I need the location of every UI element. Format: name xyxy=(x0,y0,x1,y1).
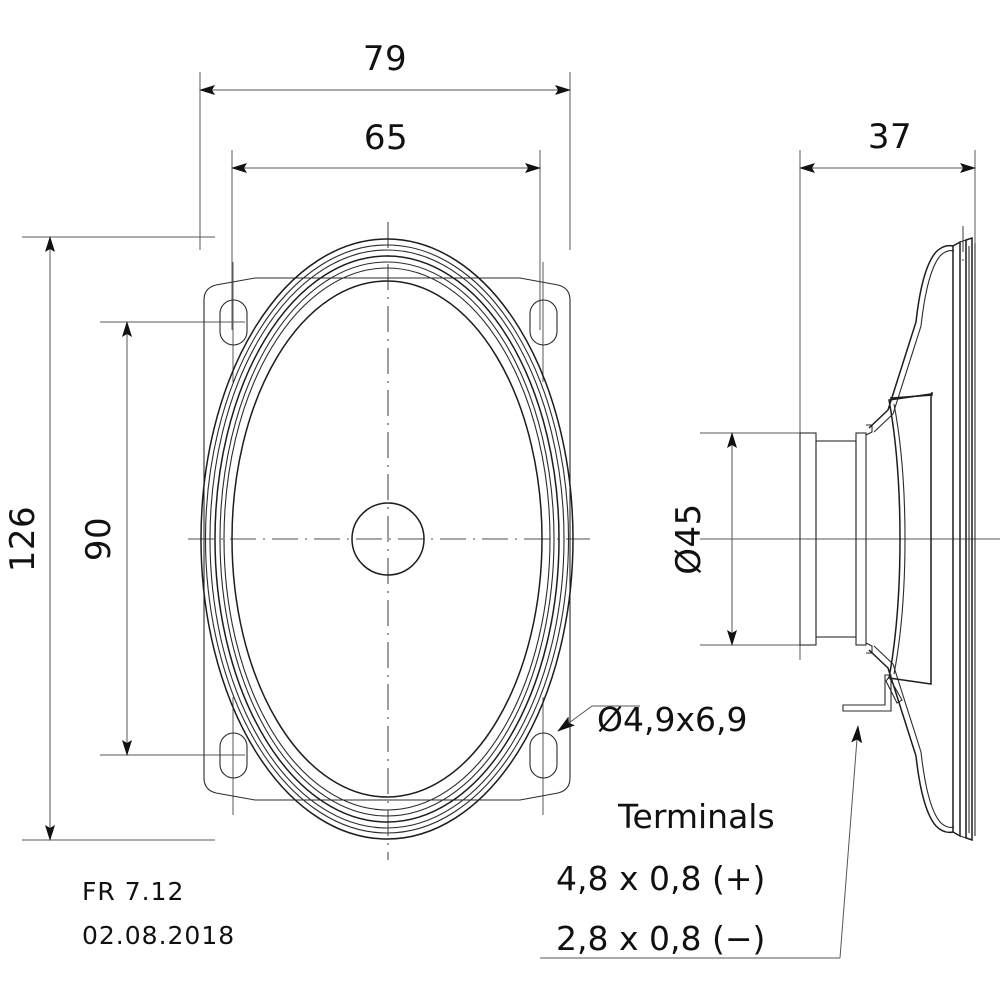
terminal-negative-spec: 2,8 x 0,8 (−) xyxy=(556,919,765,958)
front-centre-lines xyxy=(188,222,590,860)
basket-arm-upper-inner xyxy=(873,250,955,433)
dimension-65-label: 65 xyxy=(364,118,408,158)
surround-roll-2 xyxy=(223,267,551,811)
terminals-heading: Terminals xyxy=(617,797,775,836)
dimension-79-label: 79 xyxy=(363,39,407,79)
front-rim-stack xyxy=(952,236,976,842)
magnet-assembly xyxy=(799,432,867,646)
basket-rim-ring-2 xyxy=(204,244,570,834)
dimension-90: 90 xyxy=(79,321,132,756)
dimension-90-label: 90 xyxy=(79,517,119,561)
dimension-37-label: 37 xyxy=(868,117,912,157)
dimension-126-label: 126 xyxy=(3,506,43,572)
terminal-positive-spec: 4,8 x 0,8 (+) xyxy=(556,859,765,898)
side-view: 37 Ø45 xyxy=(540,117,1000,959)
dimension-65: 65 xyxy=(231,118,541,173)
basket-outer-rim xyxy=(200,238,574,840)
front-view: 79 65 126 90 xyxy=(3,39,747,860)
surround-roll-1 xyxy=(219,261,555,817)
mounting-hole-leader xyxy=(557,705,640,732)
chassis-flange-outline xyxy=(203,277,571,801)
mounting-hole-bottom-left xyxy=(219,732,248,779)
terminal-leader xyxy=(540,725,863,959)
basket-arm-lower-inner xyxy=(873,645,955,828)
terminal-tab-stem xyxy=(885,675,903,704)
terminals-note-block: Terminals 4,8 x 0,8 (+) 2,8 x 0,8 (−) xyxy=(556,797,775,958)
mounting-hole-top-right xyxy=(529,299,558,346)
mounting-hole-callout: Ø4,9x6,9 xyxy=(597,700,747,739)
surround-outer-edge xyxy=(214,255,560,823)
part-code-label: FR 7.12 xyxy=(82,877,184,906)
mounting-holes xyxy=(219,299,558,779)
magnet-front-plate xyxy=(855,432,867,646)
dimension-37: 37 xyxy=(799,117,976,173)
yoke-step-lower xyxy=(865,642,873,654)
dimension-126: 126 xyxy=(3,236,55,841)
terminal-tab xyxy=(842,674,903,712)
cone-profile-inner xyxy=(893,403,906,675)
terminal-tab-shape xyxy=(842,674,892,712)
mounting-hole-top-left xyxy=(219,299,248,346)
title-block: FR 7.12 02.08.2018 xyxy=(82,877,235,950)
rim-gasket-2 xyxy=(965,236,973,842)
dust-cap-circle xyxy=(351,502,425,576)
mounting-hole-bottom-right xyxy=(529,732,558,779)
drawing-date-label: 02.08.2018 xyxy=(82,921,235,950)
dimension-79: 79 xyxy=(199,39,571,95)
basket-arm-lower xyxy=(868,649,954,834)
basket-rim-ring-3 xyxy=(209,249,565,829)
basket-arm-upper xyxy=(868,244,954,429)
cone-outer-edge xyxy=(231,280,543,798)
yoke-step-upper xyxy=(865,424,873,436)
cone-profile xyxy=(888,393,932,685)
